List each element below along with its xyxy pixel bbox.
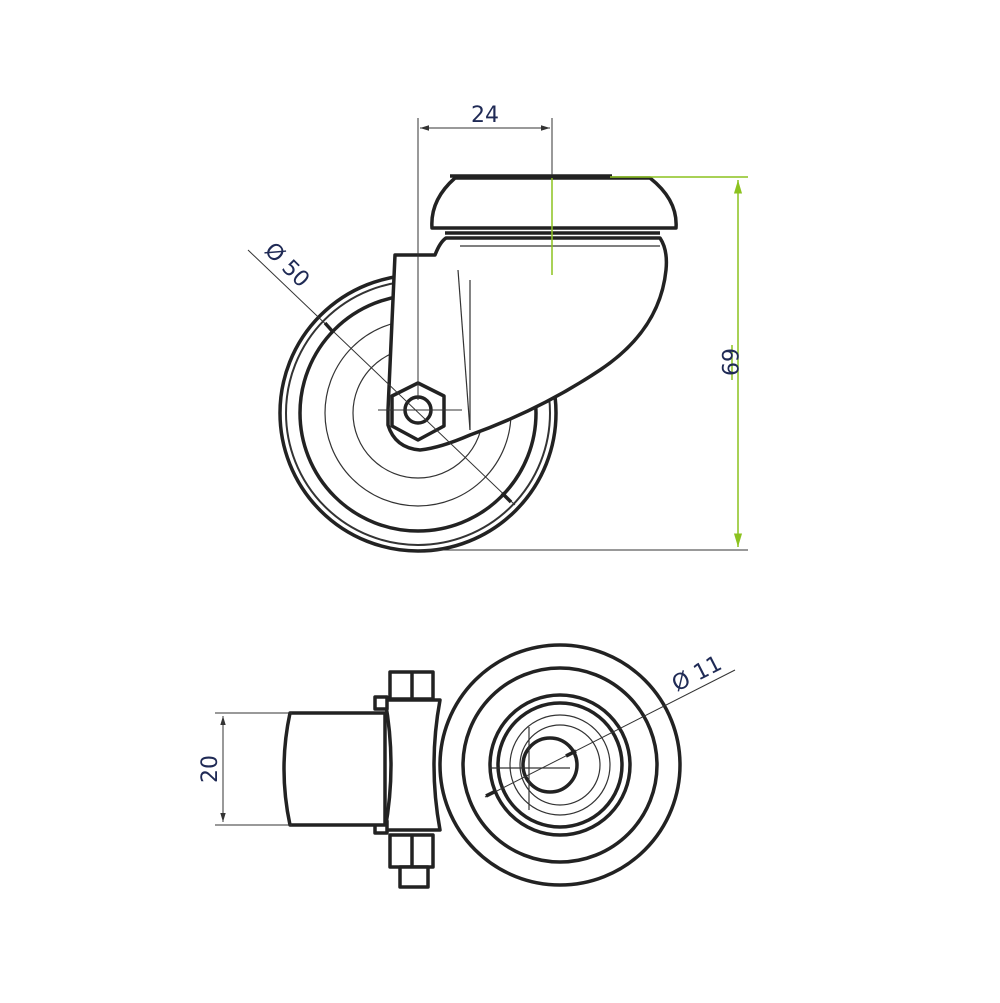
- housing: [386, 236, 669, 452]
- dim-offset-label: 24: [471, 103, 499, 128]
- dim-wheel-diameter-label: Ø 50: [259, 238, 314, 293]
- dim-bore-diameter-label: Ø 11: [668, 651, 726, 697]
- hex-nut: [390, 381, 446, 442]
- top-plate-top-view: [282, 711, 387, 827]
- top-view: 20 Ø 11: [198, 643, 736, 889]
- dim-height-label: 69: [716, 348, 741, 376]
- top-plate: [430, 176, 678, 230]
- fork-body: [383, 698, 442, 832]
- wheel-top: [438, 643, 682, 887]
- dim-width-label: 20: [198, 755, 223, 783]
- side-view: 24 69 Ø 50: [247, 103, 748, 553]
- axle-nut-top: [373, 695, 389, 711]
